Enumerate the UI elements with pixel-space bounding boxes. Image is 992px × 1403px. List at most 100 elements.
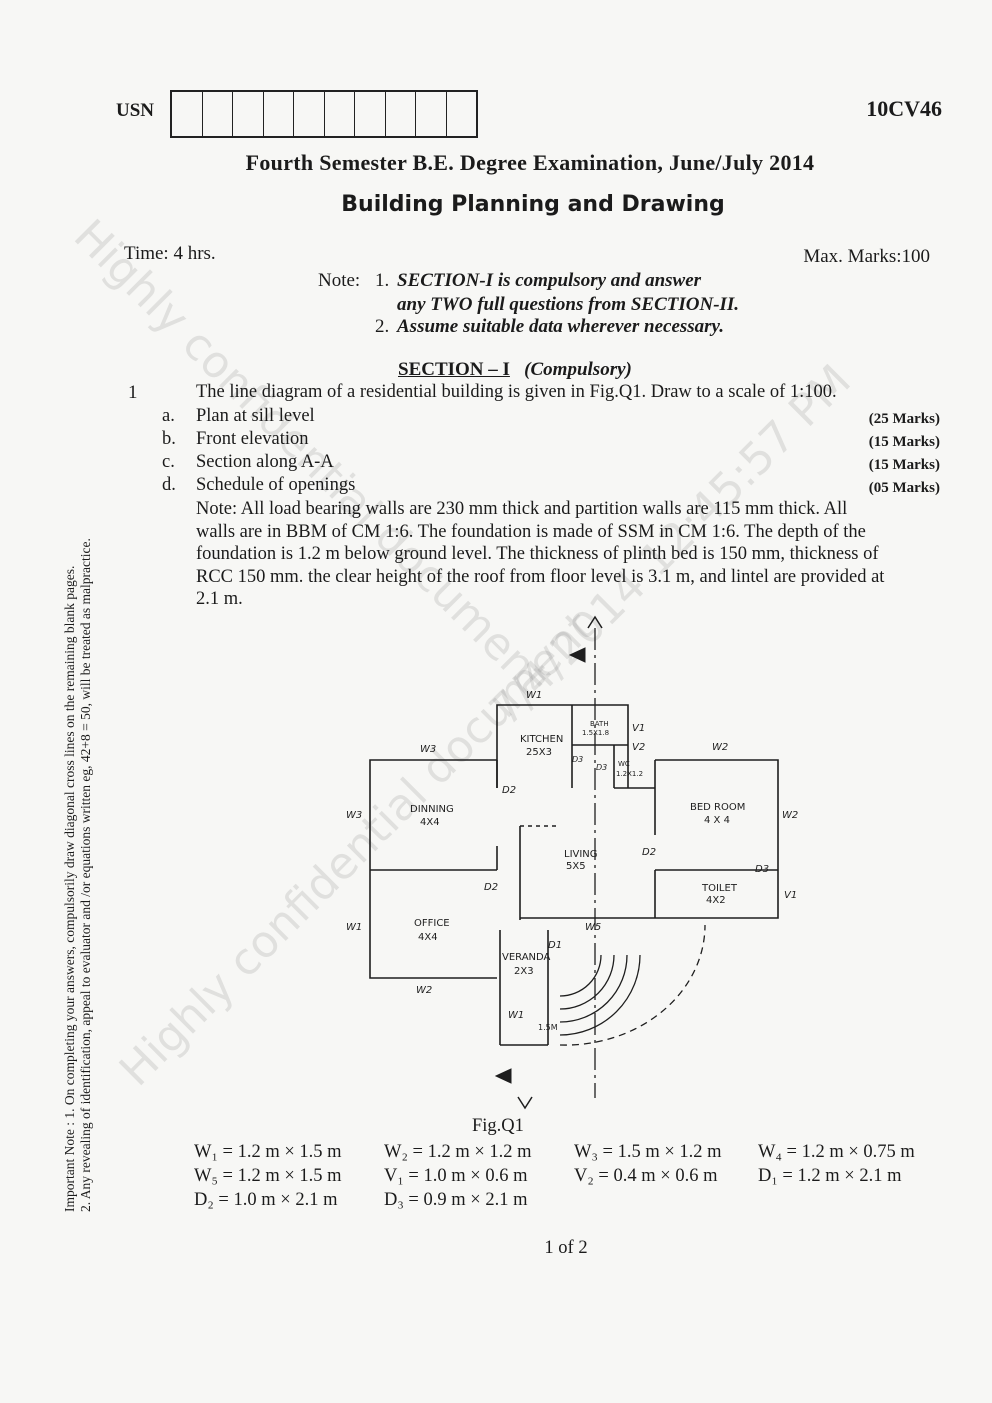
room-size: 4X2 bbox=[706, 895, 726, 906]
opening-label: D1 bbox=[548, 940, 562, 951]
question-number: 1 bbox=[128, 382, 138, 403]
usn-box bbox=[355, 92, 386, 136]
room-size: 2X3 bbox=[514, 966, 534, 977]
usn-label: USN bbox=[116, 100, 155, 121]
opening-label: W2 bbox=[712, 742, 728, 753]
room-name: BATH bbox=[590, 720, 609, 728]
note-2-prefix: 2. bbox=[375, 316, 390, 337]
note-1-prefix: 1. bbox=[375, 270, 390, 291]
page-number: 1 of 2 bbox=[544, 1238, 588, 1258]
part-marks: (15 Marks) bbox=[868, 457, 940, 473]
section-arrow-icon bbox=[587, 615, 603, 629]
room-size: 4X4 bbox=[420, 817, 440, 828]
opening-label: W1 bbox=[508, 1010, 524, 1021]
legend-item: D₂ = 1.0 m × 2.1 m bbox=[194, 1190, 338, 1210]
section-heading: SECTION – I (Compulsory) bbox=[398, 359, 632, 381]
usn-box bbox=[386, 92, 416, 136]
note-1-line2: any TWO full questions from SECTION-II. bbox=[397, 294, 740, 315]
note-1-line1: SECTION-I is compulsory and answer bbox=[397, 270, 702, 291]
section-arrow-icon bbox=[517, 1096, 533, 1110]
room-name: VERANDA bbox=[502, 952, 551, 963]
usn-box bbox=[325, 92, 355, 136]
room-name: OFFICE bbox=[414, 918, 450, 929]
usn-box bbox=[447, 92, 477, 136]
opening-label: D3 bbox=[572, 755, 583, 764]
important-note-line: 2. Any revealing of identification, appe… bbox=[78, 538, 93, 1212]
important-note: Important Note : 1. On completing your a… bbox=[62, 538, 94, 1212]
opening-label: V1 bbox=[632, 723, 645, 734]
usn-box bbox=[294, 92, 325, 136]
opening-label: W3 bbox=[420, 744, 436, 755]
room-size: 5X5 bbox=[566, 861, 586, 872]
part-text: Schedule of openings bbox=[196, 475, 356, 495]
legend-item: W₂ = 1.2 m × 1.2 m bbox=[384, 1142, 532, 1162]
opening-label: D2 bbox=[502, 785, 516, 796]
figure-caption: Fig.Q1 bbox=[472, 1116, 524, 1136]
opening-label: W2 bbox=[416, 985, 432, 996]
part-text: Section along A-A bbox=[196, 452, 334, 472]
room-size: 4X4 bbox=[418, 932, 438, 943]
room-size: 4 X 4 bbox=[704, 815, 730, 826]
legend-item: W₁ = 1.2 m × 1.5 m bbox=[194, 1142, 342, 1162]
legend-item: W₅ = 1.2 m × 1.5 m bbox=[194, 1166, 342, 1186]
opening-label: V2 bbox=[632, 742, 645, 753]
usn-box bbox=[264, 92, 294, 136]
opening-label: W2 bbox=[782, 810, 798, 821]
legend-item: D₃ = 0.9 m × 2.1 m bbox=[384, 1190, 528, 1210]
usn-box bbox=[233, 92, 264, 136]
usn-box bbox=[416, 92, 447, 136]
legend-row: W₁ = 1.2 m × 1.5 m W₂ = 1.2 m × 1.2 m W₃… bbox=[194, 1142, 915, 1163]
exam-time: Time: 4 hrs. bbox=[124, 243, 216, 264]
note-line: 2.1 m. bbox=[196, 589, 243, 609]
room-name: BED ROOM bbox=[690, 802, 745, 813]
opening-label: D3 bbox=[755, 864, 769, 875]
important-note-line: Important Note : 1. On completing your a… bbox=[62, 565, 77, 1212]
floor-plan-diagram: KITCHEN 25X3 BATH 1.5X1.8 WC 1.2X1.2 DIN… bbox=[346, 615, 798, 1110]
note-2: Assume suitable data wherever necessary. bbox=[397, 316, 725, 337]
legend-item: W₄ = 1.2 m × 0.75 m bbox=[758, 1142, 915, 1162]
legend-row: W₅ = 1.2 m × 1.5 m V₁ = 1.0 m × 0.6 m V₂… bbox=[194, 1166, 901, 1187]
usn-box bbox=[172, 92, 203, 136]
room-name: KITCHEN bbox=[520, 734, 563, 745]
note-label: Note: bbox=[318, 270, 361, 291]
opening-label: W3 bbox=[346, 810, 362, 821]
section-title: SECTION – I bbox=[398, 359, 510, 380]
course-code: 10CV46 bbox=[866, 96, 942, 121]
steps bbox=[559, 924, 706, 1046]
part-marks: (25 Marks) bbox=[868, 411, 940, 427]
room-size: 1.2X1.2 bbox=[616, 770, 643, 778]
room-name: TOILET bbox=[701, 883, 738, 894]
direction-arrow-icon bbox=[494, 1068, 512, 1084]
part-marks: (15 Marks) bbox=[868, 434, 940, 450]
note-line: foundation is 1.2 m below ground level. … bbox=[196, 544, 879, 564]
question-text: The line diagram of a residential buildi… bbox=[196, 382, 837, 402]
legend-row: D₂ = 1.0 m × 2.1 m D₃ = 0.9 m × 2.1 m bbox=[194, 1190, 527, 1211]
section-subtitle: (Compulsory) bbox=[524, 359, 632, 380]
opening-label: W1 bbox=[346, 922, 362, 933]
room-name: WC bbox=[618, 760, 630, 768]
question-note: Note: All load bearing walls are 230 mm … bbox=[196, 498, 942, 611]
direction-arrow-icon bbox=[568, 647, 586, 663]
part-marks: (05 Marks) bbox=[868, 480, 940, 496]
part-text: Plan at sill level bbox=[196, 406, 315, 426]
legend-item: V₁ = 1.0 m × 0.6 m bbox=[384, 1166, 528, 1186]
room-size: 25X3 bbox=[526, 747, 552, 758]
note-line: walls are in BBM of CM 1:6. The foundati… bbox=[196, 521, 866, 542]
opening-label: D2 bbox=[484, 882, 498, 893]
part-label: b. bbox=[162, 429, 176, 449]
part-label: c. bbox=[162, 452, 175, 472]
max-marks: Max. Marks:100 bbox=[803, 246, 930, 267]
exam-title: Fourth Semester B.E. Degree Examination,… bbox=[245, 150, 815, 175]
usn-boxes bbox=[170, 90, 478, 138]
opening-label: V1 bbox=[784, 890, 797, 901]
note-line: Note: All load bearing walls are 230 mm … bbox=[196, 499, 848, 519]
opening-label: D3 bbox=[596, 763, 607, 772]
note-line: RCC 150 mm. the clear height of the roof… bbox=[196, 566, 885, 587]
room-name: LIVING bbox=[564, 849, 598, 860]
room-name: DINNING bbox=[410, 804, 454, 815]
legend-item: D₁ = 1.2 m × 2.1 m bbox=[758, 1166, 902, 1186]
opening-label: D2 bbox=[642, 847, 656, 858]
opening-label: W5 bbox=[585, 922, 601, 933]
part-text: Front elevation bbox=[196, 429, 309, 449]
room-size: 1.5X1.8 bbox=[582, 729, 609, 737]
